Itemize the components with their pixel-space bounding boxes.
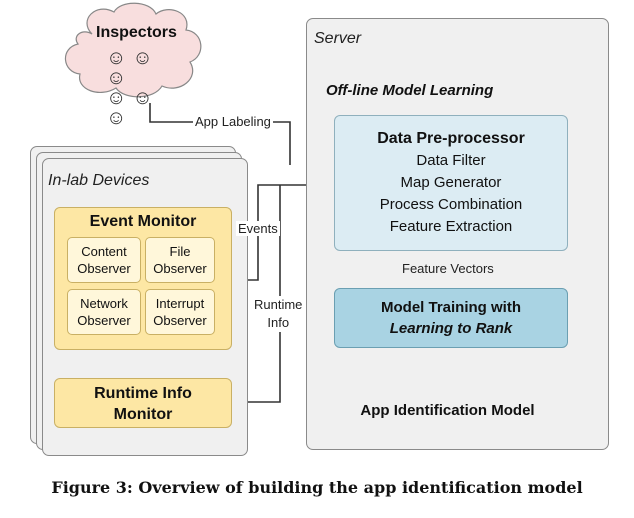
observer-line1: Content bbox=[81, 244, 127, 259]
model-training-box: Model Training with Learning to Rank bbox=[334, 288, 568, 348]
observer-line1: Network bbox=[80, 296, 128, 311]
edge-label-feature-vectors: Feature Vectors bbox=[400, 261, 496, 276]
server-title: Server bbox=[314, 30, 362, 47]
edge-label-app-labeling: App Labeling bbox=[193, 114, 273, 129]
inspectors-label: Inspectors bbox=[96, 24, 177, 41]
observer-line1: File bbox=[169, 244, 191, 259]
preproc-item: Map Generator bbox=[400, 174, 502, 191]
observer-line1: Interrupt bbox=[155, 296, 205, 311]
runtime-info-line2: Info bbox=[267, 315, 290, 330]
event-monitor-title: Event Monitor bbox=[89, 213, 197, 230]
person-icon: ☺☺☺ bbox=[106, 47, 159, 89]
app-id-model-label: App Identification Model bbox=[360, 402, 535, 419]
runtime-monitor-line2: Monitor bbox=[113, 406, 173, 423]
inspector-people-icons: ☺☺☺ ☺☺☺ bbox=[106, 48, 176, 128]
offline-learning-title: Off-line Model Learning bbox=[326, 82, 494, 99]
content-observer: Content Observer bbox=[67, 237, 141, 283]
observer-line2: Observer bbox=[77, 261, 131, 276]
runtime-info-line1: Runtime bbox=[254, 297, 303, 312]
edge-label-events: Events bbox=[236, 221, 280, 236]
inspectors-cloud bbox=[64, 2, 202, 98]
runtime-info-monitor-box: Runtime Info Monitor bbox=[54, 378, 232, 428]
data-preprocessor-box: Data Pre-processor Data Filter Map Gener… bbox=[334, 115, 568, 251]
file-observer: File Observer bbox=[145, 237, 215, 283]
observer-line2: Observer bbox=[77, 313, 131, 328]
network-observer: Network Observer bbox=[67, 289, 141, 335]
model-training-line2: Learning to Rank bbox=[389, 320, 513, 337]
preproc-item: Feature Extraction bbox=[389, 218, 513, 235]
figure-caption: Figure 3: Overview of building the app i… bbox=[51, 478, 583, 497]
preproc-item: Data Filter bbox=[416, 152, 486, 169]
model-training-line1: Model Training with bbox=[381, 299, 521, 316]
observer-line2: Observer bbox=[153, 261, 207, 276]
observer-line2: Observer bbox=[153, 313, 207, 328]
interrupt-observer: Interrupt Observer bbox=[145, 289, 215, 335]
data-preprocessor-title: Data Pre-processor bbox=[377, 130, 525, 147]
person-icon: ☺☺☺ bbox=[106, 87, 159, 129]
runtime-monitor-line1: Runtime Info bbox=[94, 385, 192, 402]
edge-label-runtime-info: Runtime Info bbox=[252, 296, 305, 332]
in-lab-devices-title: In-lab Devices bbox=[48, 172, 150, 189]
preproc-item: Process Combination bbox=[379, 196, 523, 213]
